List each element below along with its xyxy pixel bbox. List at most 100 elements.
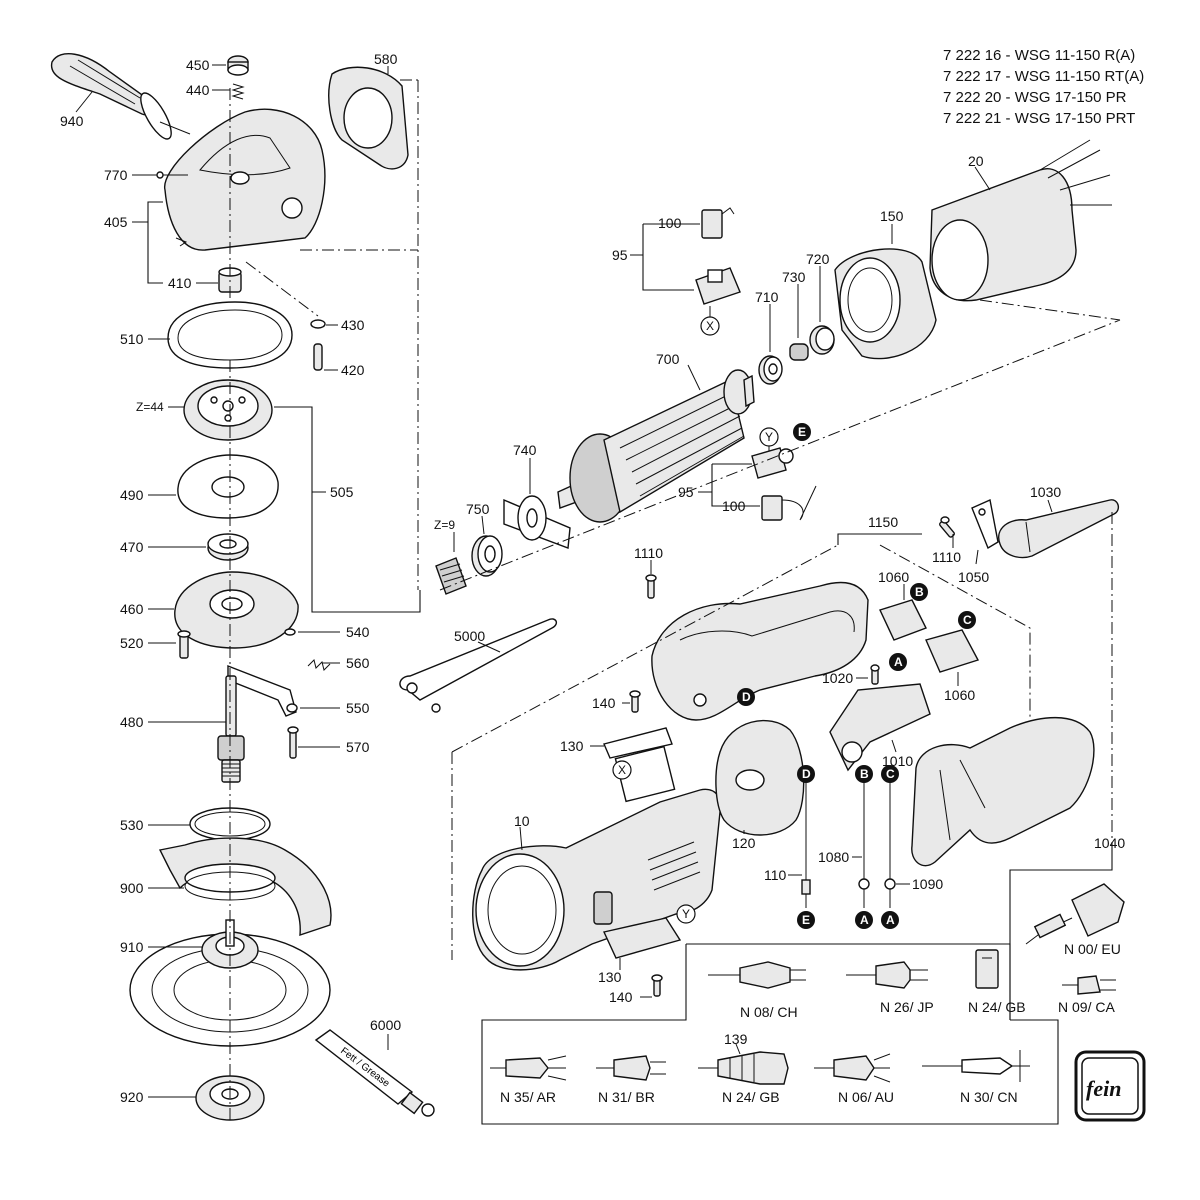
spring-560 (307, 659, 331, 671)
model-line-1: 7 222 16 - WSG 11-150 R(A) (943, 47, 1135, 64)
screw-140b (651, 974, 663, 997)
label-1050: 1050 (958, 569, 989, 585)
ring-430 (310, 319, 326, 329)
marker-y-2 (676, 904, 696, 924)
marker-a-3 (881, 911, 899, 929)
plug-eu (1025, 883, 1125, 945)
cable-sleeve-1030 (998, 499, 1120, 559)
label-700: 700 (656, 351, 680, 367)
switch-1010 (829, 683, 931, 772)
plug-box (481, 943, 1059, 1125)
label-440: 440 (186, 82, 210, 98)
plug-ca-label: N 09/ CA (1058, 999, 1115, 1015)
pin-570 (287, 726, 299, 759)
label-z9: Z=9 (434, 518, 455, 532)
handle-shell-1150 (651, 581, 869, 721)
end-shield-120 (715, 719, 805, 836)
bearing-flange-460 (174, 571, 299, 649)
marker-a-2 (855, 911, 873, 929)
wrench-5000 (399, 618, 558, 713)
screw-1020 (870, 664, 880, 685)
label-730: 730 (782, 269, 806, 285)
armature-700 (557, 369, 755, 523)
marker-e-1 (793, 423, 811, 441)
plug-cn (922, 1050, 1030, 1082)
marker-x-2 (612, 760, 632, 780)
baffle-740 (503, 495, 571, 549)
pinion-z9 (435, 557, 467, 595)
plug-br (596, 1055, 666, 1081)
carbon-brush-100b (761, 485, 817, 521)
marker-d-2-text: D (802, 767, 811, 781)
label-480: 480 (120, 714, 144, 730)
label-910: 910 (120, 939, 144, 955)
label-139: 139 (724, 1031, 748, 1047)
label-1010: 1010 (882, 753, 913, 769)
marker-y-1-text: Y (765, 430, 773, 444)
label-6000: 6000 (370, 1017, 401, 1033)
label-1060a: 1060 (878, 569, 909, 585)
screw-1110b (939, 516, 955, 538)
plug-gb-b-label: N 24/ GB (722, 1089, 780, 1105)
label-z44: Z=44 (136, 400, 164, 414)
label-450: 450 (186, 57, 210, 73)
rear-handle-1040 (911, 716, 1095, 867)
fein-logo: fein (1074, 1050, 1146, 1122)
label-530: 530 (120, 817, 144, 833)
suppressor-1060a (879, 599, 927, 641)
model-list: 7 222 16 - WSG 11-150 R(A) 7 222 17 - WS… (943, 47, 1144, 127)
label-140a: 140 (592, 695, 616, 711)
marker-b-2 (855, 765, 873, 783)
marker-a-1-text: A (894, 655, 903, 669)
marker-x-1-text: X (706, 319, 714, 333)
label-1150: 1150 (868, 514, 898, 530)
marker-y-2-text: Y (682, 907, 690, 921)
gear-housing-cover-405 (164, 108, 326, 251)
bearing-470 (207, 533, 249, 561)
label-1110b: 1110 (932, 549, 961, 565)
grease-tube-label: Fett / Grease (338, 1046, 392, 1090)
model-line-2: 7 222 17 - WSG 11-150 RT(A) (943, 68, 1144, 85)
label-940: 940 (60, 113, 84, 129)
bearing-710 (758, 355, 783, 385)
plug-ca (1062, 975, 1116, 995)
label-505: 505 (330, 484, 354, 500)
marker-a-1 (889, 653, 907, 671)
plug-au-label: N 06/ AU (838, 1089, 894, 1105)
model-line-3: 7 222 20 - WSG 17-150 PR (943, 89, 1127, 106)
label-560: 560 (346, 655, 370, 671)
label-410: 410 (168, 275, 192, 291)
fan-housing-150 (834, 248, 937, 360)
label-470: 470 (120, 539, 144, 555)
plug-gb-b (698, 1051, 789, 1085)
plug-jp-label: N 26/ JP (880, 999, 934, 1015)
bevel-gear-44 (183, 379, 273, 441)
marker-b-1-text: B (915, 585, 924, 599)
label-900: 900 (120, 880, 144, 896)
label-510: 510 (120, 331, 144, 347)
label-120: 120 (732, 835, 756, 851)
label-710: 710 (755, 289, 779, 305)
marker-d-2 (797, 765, 815, 783)
marker-d-1 (737, 688, 755, 706)
label-1040: 1040 (1094, 835, 1125, 851)
spring-440 (231, 83, 245, 100)
label-95a: 95 (612, 247, 628, 263)
cover-130b (603, 917, 682, 959)
plug-br-label: N 31/ BR (598, 1089, 655, 1105)
bearing-750 (471, 535, 503, 577)
plug-cn-label: N 30/ CN (960, 1089, 1018, 1105)
label-430: 430 (341, 317, 365, 333)
label-1030: 1030 (1030, 484, 1061, 500)
washer-540 (284, 628, 296, 636)
pin-420 (313, 343, 323, 371)
label-920: 920 (120, 1089, 144, 1105)
marker-x-1 (700, 316, 720, 336)
marker-a-3-text: A (886, 913, 895, 927)
label-1060b: 1060 (944, 687, 975, 703)
grease-tube-6000: Fett / Grease (314, 1029, 435, 1117)
label-520: 520 (120, 635, 144, 651)
label-10: 10 (514, 813, 530, 829)
label-150: 150 (880, 208, 904, 224)
